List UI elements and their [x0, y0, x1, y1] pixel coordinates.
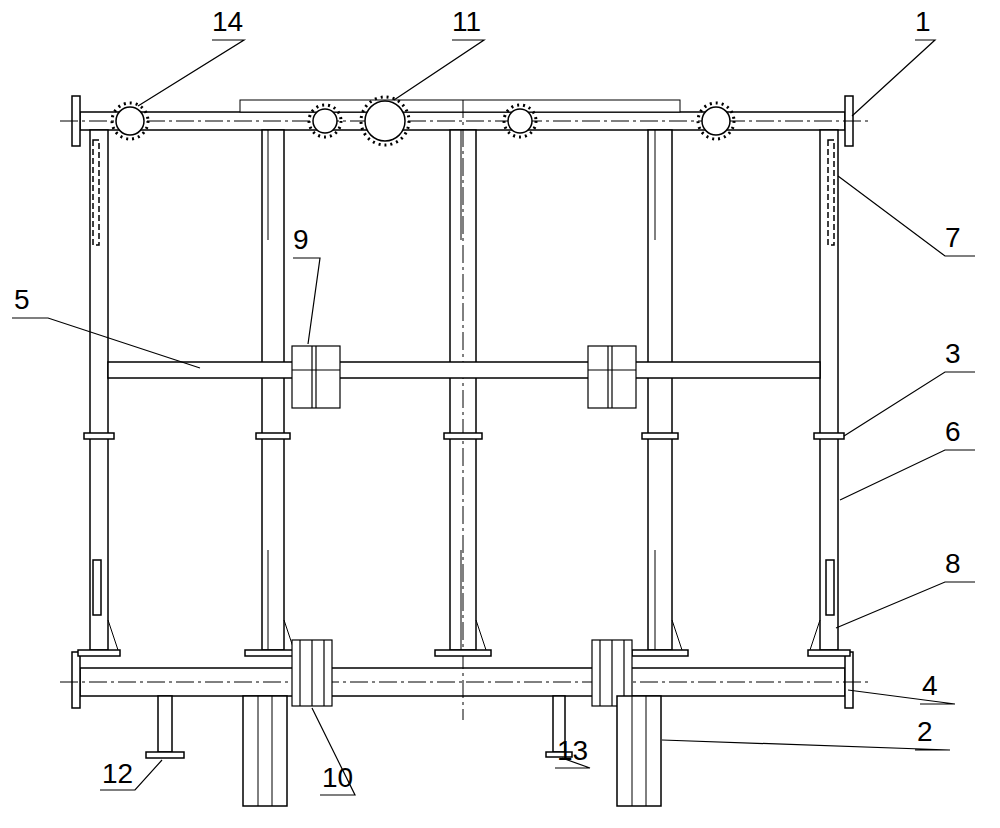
callout-number: 10 — [322, 762, 353, 794]
callout-number: 14 — [212, 6, 243, 38]
callout-number: 9 — [293, 224, 309, 256]
callout-number: 6 — [945, 416, 961, 448]
callout-number: 5 — [14, 284, 30, 316]
callout-number: 13 — [557, 735, 588, 767]
callout-number: 2 — [917, 716, 933, 748]
callout-number: 3 — [945, 338, 961, 370]
callout-number: 7 — [945, 222, 961, 254]
callout-number: 8 — [945, 548, 961, 580]
callout-number: 1 — [915, 6, 931, 38]
callout-number: 12 — [102, 758, 133, 790]
callout-number: 11 — [452, 6, 481, 38]
callout-number: 4 — [922, 670, 938, 702]
